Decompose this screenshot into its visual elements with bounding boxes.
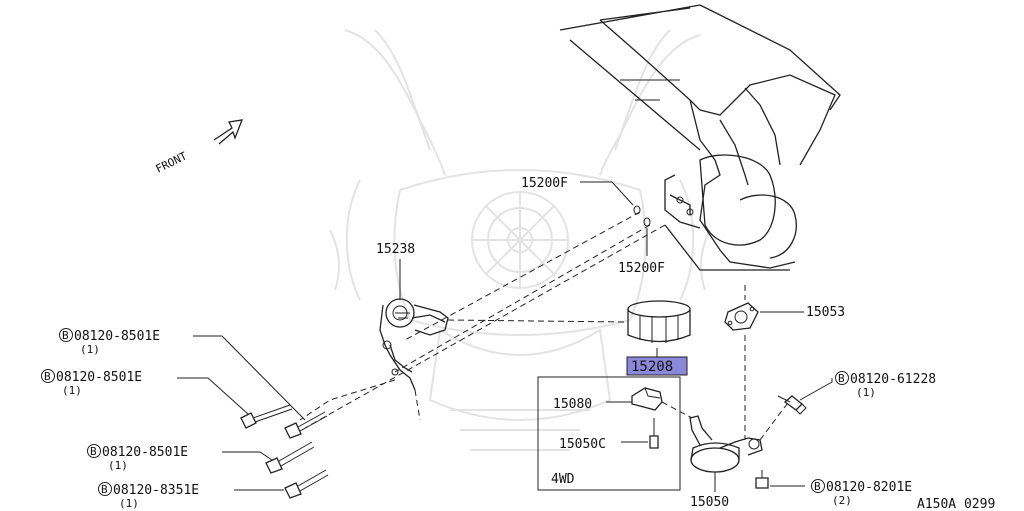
front-label: FRONT [154, 149, 190, 175]
bolt-number: 08120-8351E [113, 483, 199, 498]
4wd-box [537, 376, 681, 491]
bolt-qty: (1) [62, 384, 82, 397]
label-15200f-bottom[interactable]: 15200F [618, 261, 665, 276]
callout-bolt-5[interactable]: B 08120-61228 (1) [835, 371, 937, 400]
bolt-qty: (2) [832, 494, 852, 507]
front-arrow-icon [213, 119, 244, 145]
oil-strainer-15050 [689, 415, 763, 473]
bolt-qty: (1) [856, 386, 876, 399]
label-15080[interactable]: 15080 [553, 397, 592, 412]
bolt-number: 08120-8501E [102, 445, 188, 460]
o-ring-lower [643, 217, 651, 227]
b-marker: B [90, 445, 97, 458]
oil-filter [627, 300, 691, 343]
label-15053[interactable]: 15053 [806, 305, 845, 320]
front-arrow: FRONT [154, 119, 244, 176]
label-15050c[interactable]: 15050C [559, 437, 606, 452]
bracket-15080 [631, 387, 663, 411]
engine-block [559, 4, 841, 271]
bolt-left-2 [284, 411, 328, 439]
label-15050[interactable]: 15050 [690, 495, 729, 510]
bolt-15050c [649, 418, 659, 449]
bolt-61228 [777, 395, 807, 415]
bolt-qty: (1) [80, 343, 100, 356]
bolt-number: 08120-61228 [850, 372, 936, 387]
bolt-number: 08120-8501E [74, 329, 160, 344]
label-15208[interactable]: 15208 [631, 359, 673, 375]
callout-bolt-6[interactable]: B 08120-8201E (2) [811, 479, 913, 508]
bolt-left-4 [284, 469, 329, 499]
callout-bolt-1[interactable]: B 08120-8501E (1) [59, 328, 161, 357]
oil-filter-bracket [379, 298, 449, 391]
bolt-qty: (1) [108, 459, 128, 472]
diagram-code: A150A 0299 [917, 497, 995, 511]
label-15200f-top[interactable]: 15200F [521, 176, 568, 191]
callout-bolt-3[interactable]: B 08120-8501E (1) [87, 444, 189, 473]
callout-bolt-2[interactable]: B 08120-8501E (1) [41, 369, 143, 398]
label-15238[interactable]: 15238 [376, 242, 415, 257]
bolt-number: 08120-8201E [826, 480, 912, 495]
bolt-qty: (1) [119, 497, 139, 510]
label-4wd[interactable]: 4WD [551, 472, 575, 487]
b-marker: B [44, 370, 51, 383]
bolt-number: 08120-8501E [56, 370, 142, 385]
b-marker: B [838, 372, 845, 385]
callout-bolt-4[interactable]: B 08120-8351E (1) [98, 482, 200, 511]
bolt-left-1 [240, 404, 293, 429]
watermark-logo [329, 29, 711, 451]
b-marker: B [814, 480, 821, 493]
b-marker: B [101, 483, 108, 496]
b-marker: B [62, 329, 69, 342]
gasket-15053 [724, 302, 759, 331]
bolt-left-3 [265, 441, 315, 474]
bolt-8201e [755, 470, 769, 489]
